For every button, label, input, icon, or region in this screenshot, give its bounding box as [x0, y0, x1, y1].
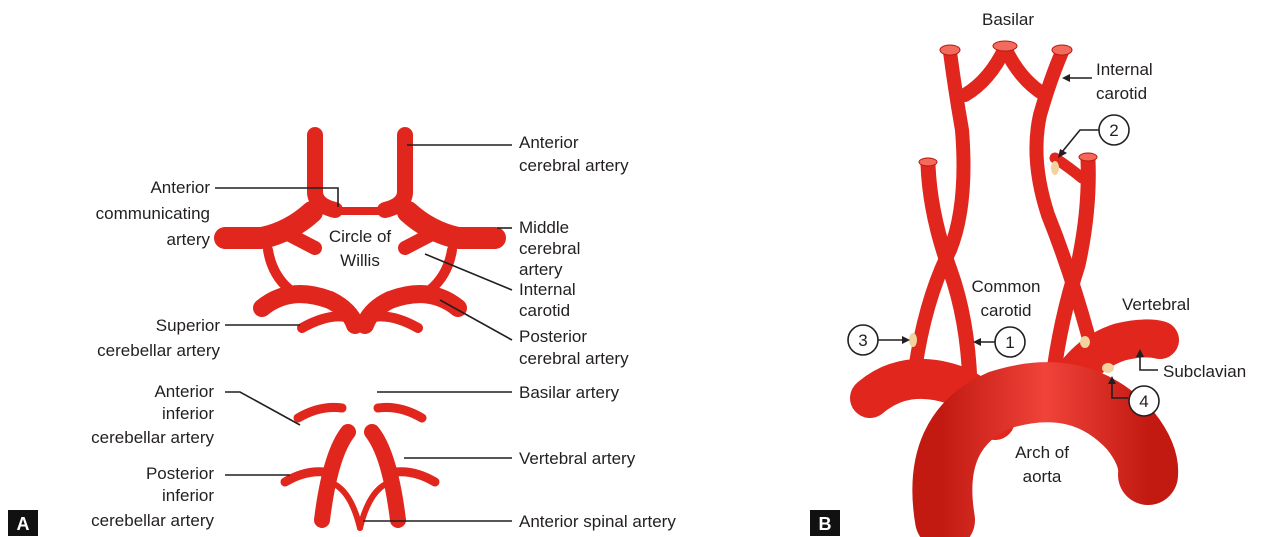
label-middle-cerebral-1: Middle: [519, 218, 569, 237]
label-anterior-spinal-artery: Anterior spinal artery: [519, 512, 676, 531]
label-pica-3: cerebellar artery: [91, 511, 214, 530]
label-superior-cerebellar-2: cerebellar artery: [97, 341, 220, 360]
external-carotid-branch: [1055, 158, 1082, 178]
label-middle-cerebral-2: cerebral: [519, 239, 580, 258]
right-anterior-cerebral-artery: [385, 135, 405, 210]
label-circle-of-willis-2: Willis: [340, 251, 380, 270]
label-pica-2: inferior: [162, 486, 214, 505]
plaque-vertebral: [1080, 336, 1090, 348]
label-posterior-cerebral-1: Posterior: [519, 327, 587, 346]
label-pica-1: Posterior: [146, 464, 214, 483]
label-middle-cerebral-3: artery: [519, 260, 563, 279]
label-arch-of-aorta-2: aorta: [1023, 467, 1062, 486]
left-anterior-inferior-cerebellar: [298, 407, 342, 418]
label-aica-2: inferior: [162, 404, 214, 423]
plaque-3: [909, 333, 917, 347]
label-circle-of-willis-1: Circle of: [329, 227, 392, 246]
label-internal-carotid-a-2: carotid: [519, 301, 570, 320]
right-anterior-inferior-cerebellar: [378, 407, 422, 418]
marker-1: 1: [1005, 333, 1014, 352]
left-anterior-cerebral-artery: [315, 135, 335, 210]
marker-4: 4: [1139, 392, 1148, 411]
right-internal-carotid-stub: [405, 235, 430, 248]
label-aica-1: Anterior: [154, 382, 214, 401]
left-internal-carotid-stub: [290, 235, 315, 248]
label-anterior-communicating-2: communicating: [96, 204, 210, 223]
label-anterior-communicating-3: artery: [167, 230, 211, 249]
label-vertebral-b: Vertebral: [1122, 295, 1190, 314]
anterior-spinal-artery: [336, 485, 360, 528]
label-internal-carotid-b-1: Internal: [1096, 60, 1153, 79]
plaque-2: [1051, 161, 1059, 175]
left-posterior-inferior-cerebellar: [285, 472, 325, 482]
internal-carotid-end: [1052, 45, 1072, 55]
common-carotid-right-end: [1079, 153, 1097, 161]
vertebral-left-end: [940, 45, 960, 55]
label-arch-of-aorta-1: Arch of: [1015, 443, 1069, 462]
label-basilar-b: Basilar: [982, 10, 1034, 29]
label-internal-carotid-b-2: carotid: [1096, 84, 1147, 103]
marker-3: 3: [858, 331, 867, 350]
left-posterior-communicating: [268, 250, 290, 290]
label-common-carotid-2: carotid: [980, 301, 1031, 320]
label-anterior-cerebral-2: cerebral artery: [519, 156, 629, 175]
label-aica-3: cerebellar artery: [91, 428, 214, 447]
label-anterior-cerebral-1: Anterior: [519, 133, 579, 152]
label-internal-carotid-a-1: Internal: [519, 280, 576, 299]
panel-a-letter: A: [17, 514, 30, 534]
circle-of-willis-drawing: [225, 135, 495, 528]
panel-b: 2 3 1 4 Basilar Internal carotid Common …: [810, 10, 1246, 536]
label-anterior-communicating-1: Anterior: [150, 178, 210, 197]
label-common-carotid-1: Common: [972, 277, 1041, 296]
marker-2: 2: [1109, 121, 1118, 140]
right-posterior-inferior-cerebellar: [395, 472, 435, 482]
label-basilar-artery: Basilar artery: [519, 383, 620, 402]
label-vertebral-artery: Vertebral artery: [519, 449, 636, 468]
basilar-junction: [965, 48, 1045, 95]
common-carotid-left-end: [919, 158, 937, 166]
panel-a: Anterior cerebral artery Anterior commun…: [8, 133, 676, 536]
right-posterior-communicating: [430, 250, 452, 290]
plaque-4: [1102, 363, 1114, 373]
panel-b-letter: B: [819, 514, 832, 534]
label-superior-cerebellar-1: Superior: [156, 316, 221, 335]
basilar-end: [993, 41, 1017, 51]
label-subclavian: Subclavian: [1163, 362, 1246, 381]
label-posterior-cerebral-2: cerebral artery: [519, 349, 629, 368]
